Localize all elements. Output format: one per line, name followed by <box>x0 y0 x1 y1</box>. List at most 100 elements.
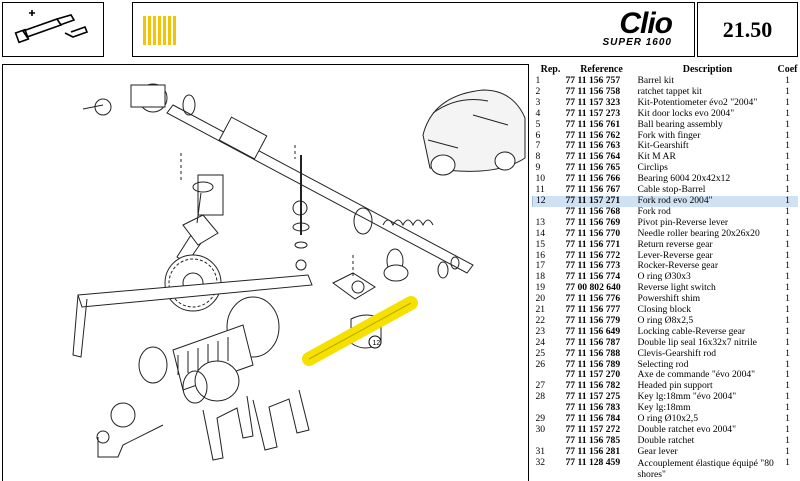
row-coef: 1 <box>785 326 790 337</box>
row-rep: 16 <box>535 250 546 261</box>
row-reference: 77 11 156 764 <box>565 152 621 163</box>
row-coef: 1 <box>785 76 790 86</box>
row-rep: 29 <box>535 414 546 425</box>
row-coef: 1 <box>785 348 790 359</box>
row-description: Kit door locks evo 2004" <box>637 108 735 119</box>
row-coef: 1 <box>785 97 790 108</box>
row-coef: 1 <box>785 163 790 174</box>
row-description: O ring Ø10x2,5 <box>637 414 699 425</box>
row-rep: 5 <box>535 119 541 130</box>
parts-table-header: Rep. Reference Description Coef <box>533 64 798 76</box>
row-reference: 77 11 156 787 <box>565 337 621 348</box>
col-description: Description <box>682 64 733 75</box>
row-description: Lever-Reverse gear <box>637 250 713 261</box>
row-reference: 77 11 156 770 <box>565 228 621 239</box>
row-reference: 77 11 156 789 <box>565 359 621 370</box>
row-description: Return reverse gear <box>637 239 713 250</box>
col-reference: Reference <box>580 64 623 75</box>
row-description: Kit-Gearshift <box>637 141 689 152</box>
row-reference: 77 11 128 459 <box>565 457 621 468</box>
row-coef: 1 <box>785 337 790 348</box>
row-description: Bearing 6004 20x42x12 <box>637 174 731 185</box>
exploded-diagram: 12 <box>2 64 529 481</box>
row-coef: 1 <box>785 130 790 141</box>
row-description: Headed pin support <box>637 381 713 392</box>
row-reference: 77 11 156 783 <box>565 403 621 414</box>
yellow-stripes-logo <box>143 16 176 45</box>
gearbox-icon <box>14 10 89 44</box>
row-rep <box>533 370 566 381</box>
row-coef: 1 <box>785 457 790 468</box>
row-coef: 1 <box>785 108 790 119</box>
row-rep: 11 <box>535 185 545 196</box>
fork-rod-highlight[interactable]: 12 <box>302 296 418 366</box>
row-coef: 1 <box>785 392 790 403</box>
row-coef: 1 <box>785 381 790 392</box>
row-reference: 77 11 157 273 <box>565 108 621 119</box>
row-rep: 6 <box>535 130 541 141</box>
row-coef: 1 <box>785 206 790 217</box>
row-reference: 77 11 156 788 <box>565 348 621 359</box>
row-description: Kit M AR <box>637 152 676 163</box>
row-description: Cable stop-Barrel <box>637 185 706 196</box>
row-rep: 10 <box>535 174 546 185</box>
row-reference: 77 11 156 761 <box>565 119 621 130</box>
row-reference: 77 11 156 773 <box>565 261 621 272</box>
row-rep: 7 <box>535 141 541 152</box>
row-description: Barrel kit <box>637 76 675 86</box>
row-rep: 2 <box>535 86 541 97</box>
row-description: Rocker-Reverse gear <box>637 261 719 272</box>
logo-title: Clio <box>619 7 673 40</box>
row-reference: 77 00 802 640 <box>565 283 621 294</box>
row-rep: 14 <box>535 228 546 239</box>
row-description: Accouplement élastique équipé "80 shores… <box>637 457 774 480</box>
row-coef: 1 <box>785 425 790 435</box>
row-rep: 12 <box>532 195 566 207</box>
row-reference: 77 11 156 758 <box>565 86 621 97</box>
page-number: 21.50 <box>697 2 798 57</box>
row-rep: 32 <box>535 457 546 468</box>
row-description: Fork rod evo 2004" <box>637 195 778 207</box>
row-coef: 1 <box>785 141 790 152</box>
row-coef: 1 <box>785 435 790 446</box>
table-row[interactable]: 32 77 11 128 459 Accouplement élastique éq… <box>533 458 798 480</box>
row-description: Key lg:18mm "évo 2004" <box>637 392 737 403</box>
row-rep: 30 <box>535 425 546 435</box>
